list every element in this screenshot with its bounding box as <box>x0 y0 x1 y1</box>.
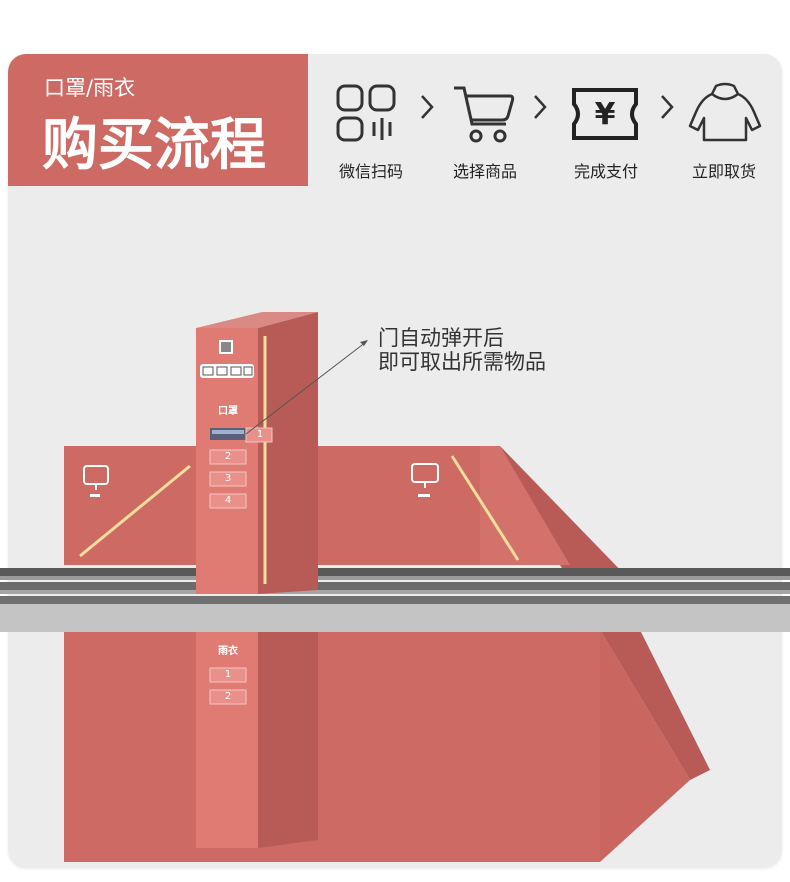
svg-text:¥: ¥ <box>595 97 616 132</box>
step-label-select: 选择商品 <box>452 162 517 181</box>
slot-door-ejected <box>245 427 273 443</box>
process-steps: ¥ 微信扫码 选择商品 完成支付 立即取货 <box>0 0 790 190</box>
lower-panel-front <box>64 630 600 862</box>
step-label-pay: 完成支付 <box>573 162 638 181</box>
slot-number: 2 <box>224 451 232 462</box>
yen-ticket-icon: ¥ <box>572 88 638 140</box>
shopping-cart-icon <box>454 86 515 143</box>
lower-panel-side <box>600 630 710 780</box>
chevron-right-icon <box>661 95 674 119</box>
slot-number: 4 <box>224 495 232 506</box>
step-label-pickup: 立即取货 <box>691 162 756 181</box>
qr-scan-icon <box>336 84 396 142</box>
chevron-right-icon <box>421 95 434 119</box>
banner-title: 购买流程 <box>42 113 266 178</box>
rail-mid <box>0 582 790 592</box>
kiosk-lower-side <box>258 632 318 848</box>
raincoat-icon <box>688 82 762 142</box>
annotation-pointer <box>245 341 367 435</box>
kiosk-lower-front <box>196 632 258 848</box>
lower-panel-diagonal <box>600 630 690 862</box>
banner-subtitle: 口罩/雨衣 <box>44 76 136 100</box>
step-label-scan: 微信扫码 <box>338 162 403 181</box>
annotation-line2: 即可取出所需物品 <box>378 350 546 374</box>
rail-low <box>0 596 790 604</box>
slot-number: 2 <box>224 691 232 702</box>
lower-slot-1 <box>209 667 247 683</box>
annotation-line1: 门自动弹开后 <box>378 326 504 350</box>
slot-number: 3 <box>224 473 232 484</box>
display-icon <box>83 463 439 490</box>
kiosk-lower-label: 雨衣 <box>218 646 238 657</box>
annotation-text: 门自动弹开后 即可取出所需物品 <box>378 326 546 374</box>
title-banner: 口罩/雨衣 购买流程 <box>8 54 308 186</box>
lower-slot-2 <box>209 689 247 705</box>
kiosk-upper-side <box>258 312 318 594</box>
slot-3 <box>209 471 247 487</box>
slot-number: 1 <box>224 669 232 680</box>
kiosk-top <box>196 312 318 328</box>
chevron-right-icon <box>534 95 547 119</box>
slot-number: 1 <box>256 429 264 440</box>
slot-4 <box>209 493 247 509</box>
slot-2 <box>209 449 247 465</box>
kiosk-upper-label: 口罩 <box>218 406 238 417</box>
rail-base <box>0 604 790 632</box>
